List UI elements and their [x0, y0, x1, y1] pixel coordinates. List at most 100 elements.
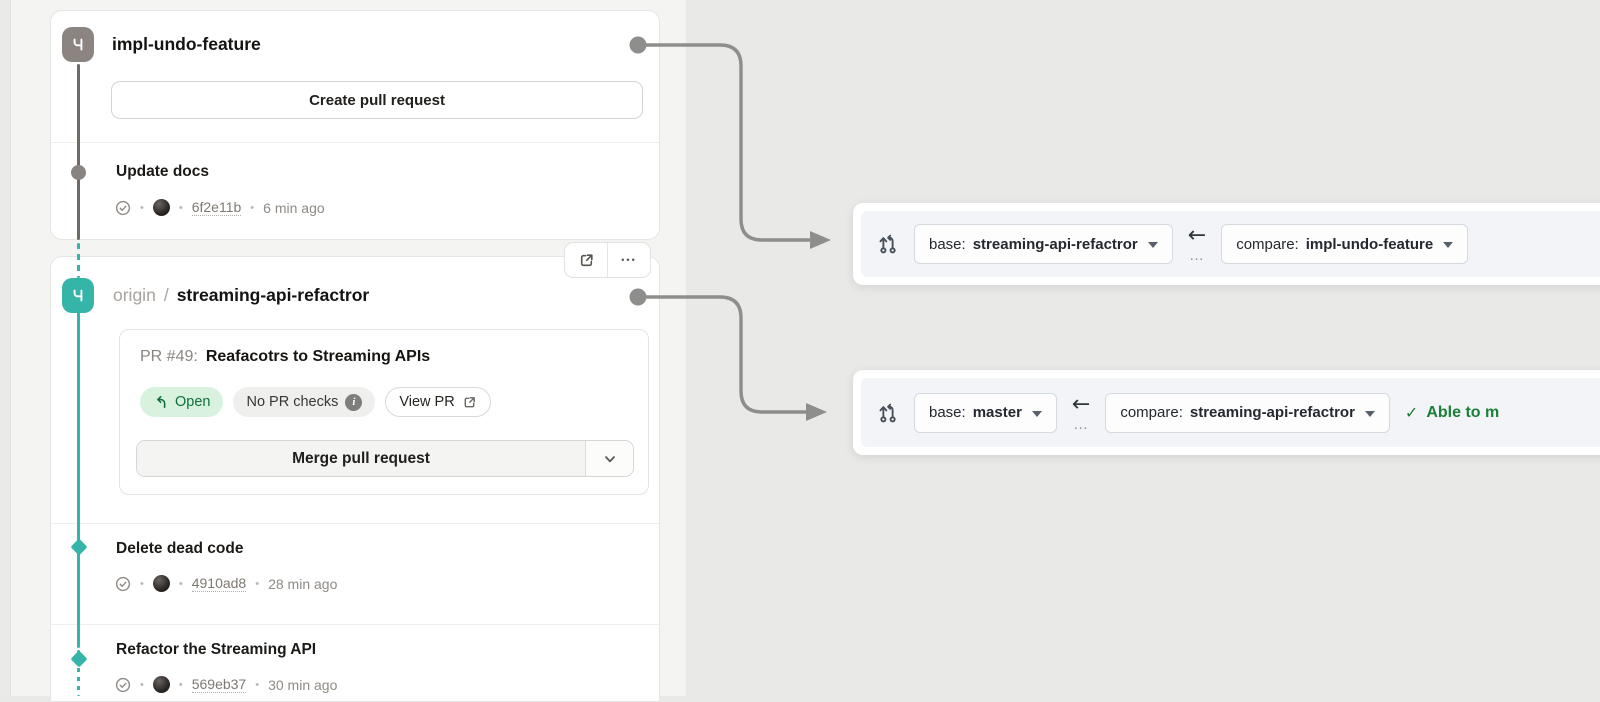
compare-label: compare: — [1236, 235, 1299, 253]
caret-down-icon — [1364, 410, 1375, 417]
info-icon[interactable]: i — [345, 393, 363, 411]
github-compare-bar-2: base: master ← … compare: streaming-api-… — [853, 370, 1600, 455]
merge-status-text: Able to m — [1426, 403, 1500, 421]
commit-dot-marker[interactable] — [71, 164, 86, 180]
pr-open-label: Open — [175, 394, 211, 410]
diff-dots: … — [1188, 247, 1205, 264]
commit-title: Update docs — [116, 163, 210, 180]
meta-separator: • — [178, 577, 183, 590]
ellipsis-icon: ••• — [621, 255, 637, 265]
meta-separator: • — [255, 577, 260, 590]
avatar — [152, 199, 170, 217]
base-branch-selector[interactable]: base: master — [914, 392, 1057, 433]
base-label: base: — [929, 404, 966, 421]
external-link-icon — [462, 395, 477, 410]
pr-checks-label: No PR checks — [246, 394, 339, 410]
remote-name: origin — [113, 285, 156, 305]
avatar — [152, 676, 170, 694]
branch-name: impl-undo-feature — [112, 34, 261, 54]
lane-gutter — [0, 0, 11, 696]
pr-badge-row: Open No PR checks i View PR — [140, 387, 491, 417]
compare-label: compare: — [1120, 404, 1183, 421]
meta-separator: • — [140, 201, 144, 214]
branch-card-impl-undo-feature: Create pull request Update docs • • 6f2e… — [50, 10, 660, 240]
caret-down-icon — [1147, 242, 1158, 248]
commit-title: Refactor the Streaming API — [116, 641, 317, 658]
branch-card-actions: ••• — [564, 242, 651, 278]
more-options-button[interactable]: ••• — [607, 243, 650, 277]
compare-branch-name: streaming-api-refactror — [1189, 404, 1355, 421]
commit-title: Delete dead code — [116, 540, 244, 557]
branch-header: origin / streaming-api-refactror — [113, 285, 369, 306]
meta-separator: • — [255, 678, 260, 691]
diff-dots: … — [1073, 415, 1090, 433]
commit-time: 28 min ago — [268, 575, 338, 592]
compare-direction: ← … — [1187, 223, 1207, 264]
timeline-line-teal — [77, 311, 80, 648]
meta-separator: • — [140, 577, 144, 590]
meta-separator: • — [140, 678, 144, 691]
branch-lane-panel: Create pull request Update docs • • 6f2e… — [0, 0, 686, 702]
pr-open-icon — [153, 395, 168, 410]
commit-check-icon — [115, 576, 131, 592]
github-compare-bar-1: base: streaming-api-refactror ← … compar… — [853, 203, 1600, 285]
pr-checks-badge: No PR checks i — [233, 387, 376, 417]
base-label: base: — [929, 235, 966, 253]
external-link-icon — [580, 253, 593, 266]
timeline-line-teal-dotted — [77, 650, 80, 696]
card-divider — [51, 142, 659, 143]
base-branch-selector[interactable]: base: streaming-api-refactror — [914, 224, 1173, 264]
open-external-button[interactable] — [565, 243, 607, 277]
arrow-left-icon: ← — [1187, 223, 1207, 248]
meta-separator: • — [178, 678, 183, 691]
commit-check-icon — [115, 677, 131, 693]
branch-card-streaming-api-refactror: origin / streaming-api-refactror PR #49:… — [50, 256, 660, 702]
commit-check-icon — [115, 200, 131, 216]
timeline-line-teal-dashed — [77, 243, 80, 278]
branch-name: streaming-api-refactror — [176, 285, 370, 305]
path-separator: / — [163, 285, 169, 305]
view-pr-button[interactable]: View PR — [385, 387, 491, 417]
commit-time: 30 min ago — [268, 676, 338, 693]
compare-range-editor: base: streaming-api-refactror ← … compar… — [861, 211, 1600, 277]
git-compare-icon — [877, 402, 899, 424]
commit-hash-link[interactable]: 4910ad8 — [191, 575, 247, 593]
pr-title: PR #49: Reafacotrs to Streaming APIs — [140, 348, 430, 366]
compare-direction: ← … — [1071, 391, 1091, 433]
merge-options-button[interactable] — [585, 441, 633, 476]
create-pull-request-button[interactable]: Create pull request — [111, 81, 643, 119]
pull-request-card: PR #49: Reafacotrs to Streaming APIs Ope… — [119, 329, 649, 495]
card-divider — [51, 523, 659, 524]
commit-hash-link[interactable]: 569eb37 — [191, 676, 247, 694]
compare-branch-selector[interactable]: compare: streaming-api-refactror — [1105, 392, 1390, 433]
card-divider — [51, 624, 659, 625]
avatar — [152, 575, 170, 593]
commit-meta: • • 6f2e11b • 6 min ago — [115, 199, 325, 217]
arrowhead-icon — [806, 403, 827, 421]
compare-branch-selector[interactable]: compare: impl-undo-feature — [1221, 224, 1469, 264]
pr-number: PR #49: — [140, 348, 198, 365]
branch-icon — [62, 278, 94, 313]
merge-pull-request-button[interactable]: Merge pull request — [137, 441, 585, 476]
compare-range-editor: base: master ← … compare: streaming-api-… — [861, 378, 1600, 447]
check-icon: ✓ — [1404, 404, 1419, 422]
branch-header: impl-undo-feature — [112, 34, 261, 55]
commit-time: 6 min ago — [263, 199, 325, 216]
caret-down-icon — [1031, 410, 1042, 417]
timeline-line-gray — [77, 64, 80, 240]
pr-status-badge: Open — [140, 387, 224, 417]
arrow-left-icon: ← — [1071, 391, 1091, 417]
arrowhead-icon — [810, 231, 831, 249]
caret-down-icon — [1443, 242, 1454, 248]
commit-meta: • • 569eb37 • 30 min ago — [115, 676, 338, 694]
meta-separator: • — [250, 201, 255, 214]
chevron-down-icon — [602, 451, 618, 467]
merge-ability-status: ✓ Able to m — [1405, 403, 1499, 423]
commit-meta: • • 4910ad8 • 28 min ago — [115, 575, 338, 593]
compare-branch-name: impl-undo-feature — [1305, 235, 1434, 253]
merge-split-button: Merge pull request — [136, 440, 634, 477]
branch-icon — [62, 27, 94, 62]
git-compare-icon — [877, 233, 899, 255]
base-branch-name: master — [972, 404, 1022, 421]
commit-hash-link[interactable]: 6f2e11b — [191, 199, 242, 217]
